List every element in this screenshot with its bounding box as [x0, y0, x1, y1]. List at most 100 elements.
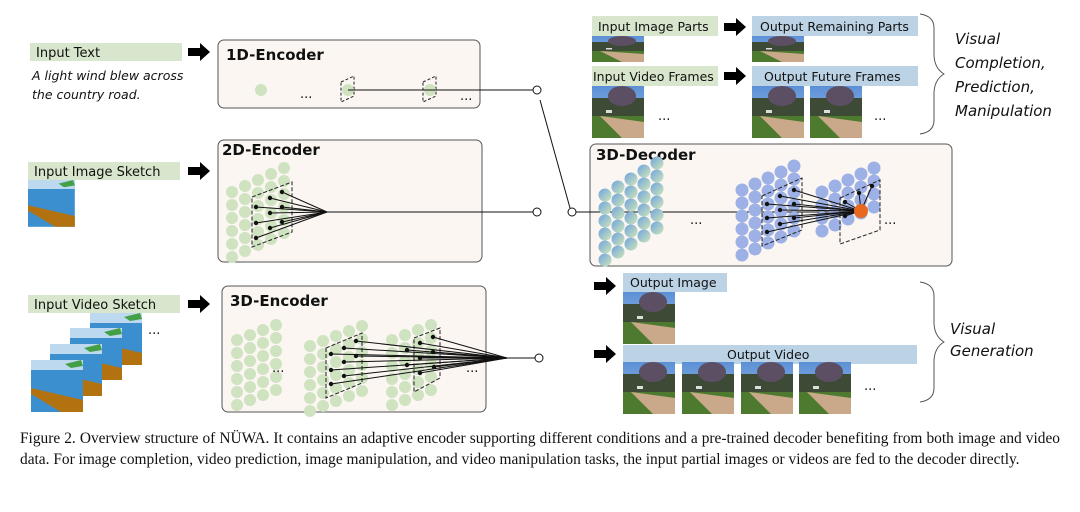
token-node — [787, 224, 801, 238]
attention-dot — [353, 338, 359, 344]
attention-dot — [431, 364, 437, 370]
attention-edge — [779, 209, 862, 212]
connector-line — [539, 99, 571, 209]
arrow-icon — [188, 162, 210, 180]
token-node — [637, 177, 651, 191]
token-node — [399, 329, 411, 341]
token-node — [270, 319, 282, 331]
attention-dot — [777, 221, 783, 227]
output-remaining-parts-thumbnail — [752, 36, 804, 62]
input-video-frames-label-bg — [592, 66, 718, 86]
attention-edge — [793, 189, 862, 212]
token-node — [270, 358, 282, 370]
attention-dot — [267, 195, 273, 201]
token-node — [343, 338, 355, 350]
token-node — [270, 384, 282, 396]
token-node — [244, 329, 256, 341]
token-node — [854, 167, 868, 181]
attention-dot — [341, 373, 347, 379]
token-node — [252, 200, 264, 212]
token-node — [425, 332, 437, 344]
attention-dot — [341, 359, 347, 365]
token-node — [637, 190, 651, 204]
attention-edge — [343, 357, 508, 363]
token-node — [252, 226, 264, 238]
token-node — [774, 178, 788, 192]
token-node — [226, 199, 238, 211]
ellipsis: ... — [148, 323, 160, 338]
token-node — [425, 371, 437, 383]
encoder-2d-title: 2D-Encoder — [222, 141, 320, 159]
input-text-example-line2: the country road. — [32, 87, 141, 102]
attention-dot — [430, 334, 436, 340]
token-node — [611, 193, 625, 207]
token-node — [244, 368, 256, 380]
token-node — [304, 353, 316, 365]
token-node — [231, 347, 243, 359]
token-node — [257, 324, 269, 336]
token-node — [226, 251, 238, 263]
attention-edge — [343, 347, 508, 359]
input-image-parts-label-bg — [592, 16, 718, 36]
output-video-frame-thumbnail — [682, 362, 734, 414]
token-node — [841, 186, 855, 200]
token-node — [748, 216, 762, 230]
decoder-3d: 3D-Decoder ... ... — [576, 143, 953, 267]
attention-dot — [404, 362, 410, 368]
ellipsis: ... — [300, 87, 312, 102]
ellipsis: ... — [272, 361, 284, 376]
token-node — [624, 185, 638, 199]
token-node — [650, 195, 664, 209]
token-node — [624, 198, 638, 212]
token-node — [735, 183, 749, 197]
token-node — [774, 191, 788, 205]
token-node — [650, 208, 664, 222]
image-sketch-thumbnail — [28, 180, 75, 227]
token-node — [265, 220, 277, 232]
ellipsis: ... — [874, 109, 886, 124]
attention-edge — [432, 351, 508, 359]
token-node — [270, 332, 282, 344]
token-node — [735, 222, 749, 236]
attention-dot — [764, 215, 770, 221]
token-node — [748, 229, 762, 243]
ellipsis: ... — [460, 89, 472, 104]
token-node — [828, 218, 842, 232]
token-node — [356, 320, 368, 332]
attention-dot — [777, 193, 783, 199]
input-text-example-line1: A light wind blew across — [31, 68, 184, 83]
token-node — [226, 186, 238, 198]
decoder-node-grid — [598, 156, 881, 267]
token-node — [787, 159, 801, 173]
output-future-frame-thumbnail — [752, 86, 804, 138]
token-node — [787, 172, 801, 186]
attention-dot — [267, 210, 273, 216]
attention-edge — [269, 211, 328, 229]
attention-dot — [253, 220, 259, 226]
token-node — [650, 182, 664, 196]
visual-completion-label-1: Visual — [955, 30, 1001, 48]
encoder-2d: 2D-Encoder — [217, 139, 535, 263]
input-text-label-bg — [30, 43, 182, 61]
token-node — [239, 245, 251, 257]
token-node — [239, 219, 251, 231]
token-node — [226, 238, 238, 250]
attention-dot — [869, 183, 875, 189]
token-node — [748, 203, 762, 217]
token-node — [637, 216, 651, 230]
token-node — [748, 190, 762, 204]
token-node — [761, 171, 775, 185]
token-node — [598, 227, 612, 241]
output-remaining-parts-label-bg — [752, 16, 918, 36]
token-node — [317, 400, 329, 412]
visual-generation-label-1: Visual — [950, 320, 996, 338]
token-node — [257, 337, 269, 349]
output-future-frames-label: Output Future Frames — [764, 69, 901, 84]
token-node — [399, 394, 411, 406]
token-node — [748, 242, 762, 256]
token-node — [330, 356, 342, 368]
attention-edge — [281, 206, 328, 213]
token-node — [231, 334, 243, 346]
attention-dot — [791, 215, 797, 221]
attention-dot — [279, 204, 285, 210]
